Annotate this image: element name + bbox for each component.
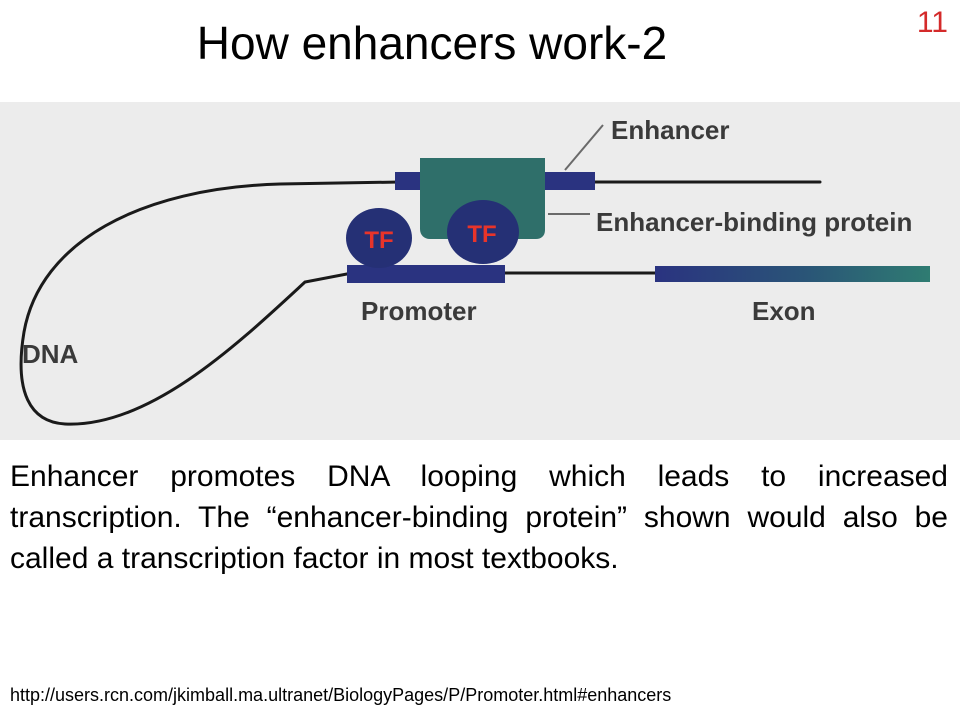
dna-strand	[19, 180, 822, 426]
page-number: 11	[916, 6, 948, 39]
source-link[interactable]: http://users.rcn.com/jkimball.ma.ultrane…	[10, 685, 672, 705]
dna-label: DNA	[22, 339, 79, 369]
exon-bar	[655, 266, 930, 282]
enhancer-diagram-svg: TF TF Enhancer Enhancer-binding protein …	[0, 102, 960, 440]
slide-title: How enhancers work-2	[196, 17, 668, 69]
enhancer-binding-protein-label: Enhancer-binding protein	[596, 207, 912, 237]
tf-right-protein	[447, 200, 519, 264]
tf-left-label: TF	[364, 227, 393, 254]
tf-left-protein	[346, 208, 412, 268]
tf-right-label: TF	[467, 221, 496, 248]
promoter-label: Promoter	[361, 296, 477, 326]
slide-caption: Enhancer promotes DNA looping which lead…	[10, 460, 948, 575]
enhancer-leader-line	[564, 124, 604, 171]
enhancer-diagram: TF TF Enhancer Enhancer-binding protein …	[0, 102, 960, 440]
enhancer-label: Enhancer	[611, 115, 730, 145]
promoter-bar	[347, 265, 505, 283]
exon-label: Exon	[752, 296, 816, 326]
